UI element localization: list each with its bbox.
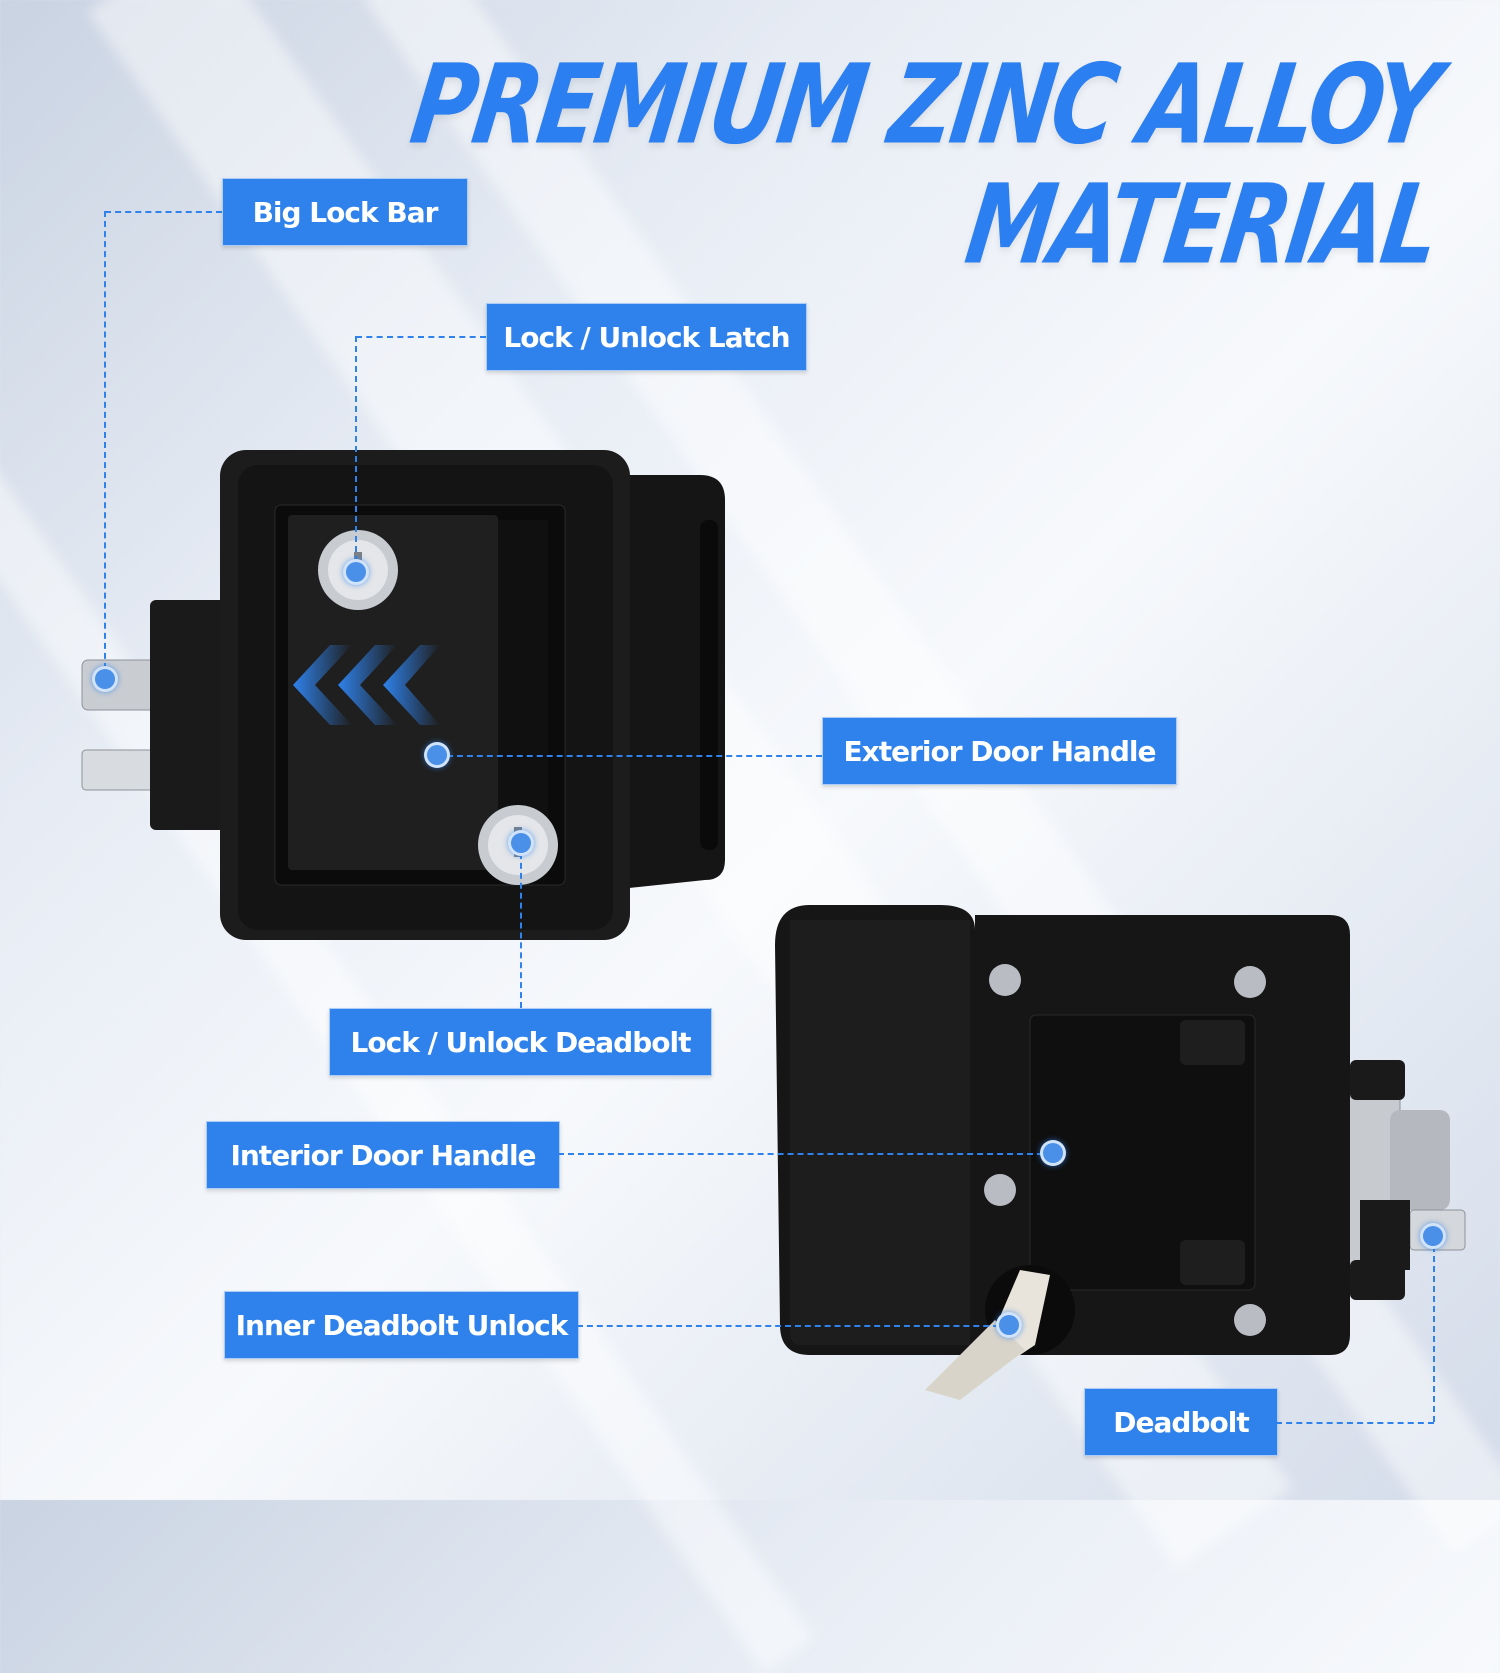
label-lock-unlock-deadbolt: Lock / Unlock Deadbolt: [329, 1008, 712, 1076]
hotspot-big-lock-bar: [92, 666, 118, 692]
label-lock-unlock-latch: Lock / Unlock Latch: [486, 303, 807, 371]
hotspot-exterior-handle: [424, 742, 450, 768]
leader-exterior-handle: [437, 755, 822, 757]
hotspot-interior-handle: [1040, 1140, 1066, 1166]
headline-line-1: PREMIUM ZINC ALLOY: [403, 40, 1445, 169]
hotspot-inner-deadbolt: [996, 1312, 1022, 1338]
label-deadbolt: Deadbolt: [1084, 1388, 1278, 1456]
leader-big-lock-bar-h: [105, 211, 222, 213]
leader-latch-h: [356, 336, 486, 338]
interior-lock-image: [775, 905, 1466, 1400]
hotspot-deadbolt: [1420, 1223, 1446, 1249]
hotspot-deadbolt-lock: [508, 830, 534, 856]
label-interior-door-handle: Interior Door Handle: [206, 1121, 560, 1189]
leader-big-lock-bar-v: [104, 211, 106, 679]
leader-latch-v: [355, 336, 357, 572]
label-exterior-door-handle: Exterior Door Handle: [822, 717, 1177, 785]
leader-deadbolt-v: [1433, 1236, 1435, 1422]
triple-chevron-left-icon: [293, 645, 440, 725]
label-big-lock-bar: Big Lock Bar: [222, 178, 468, 246]
headline-line-2: MATERIAL: [958, 160, 1445, 289]
leader-deadbolt-h: [1276, 1422, 1434, 1424]
hotspot-latch: [343, 559, 369, 585]
leader-deadbolt-lock-v: [520, 843, 522, 1008]
label-inner-deadbolt-unlock: Inner Deadbolt Unlock: [224, 1291, 579, 1359]
leader-inner-deadbolt: [577, 1325, 1009, 1327]
leader-interior-handle: [558, 1153, 1053, 1155]
